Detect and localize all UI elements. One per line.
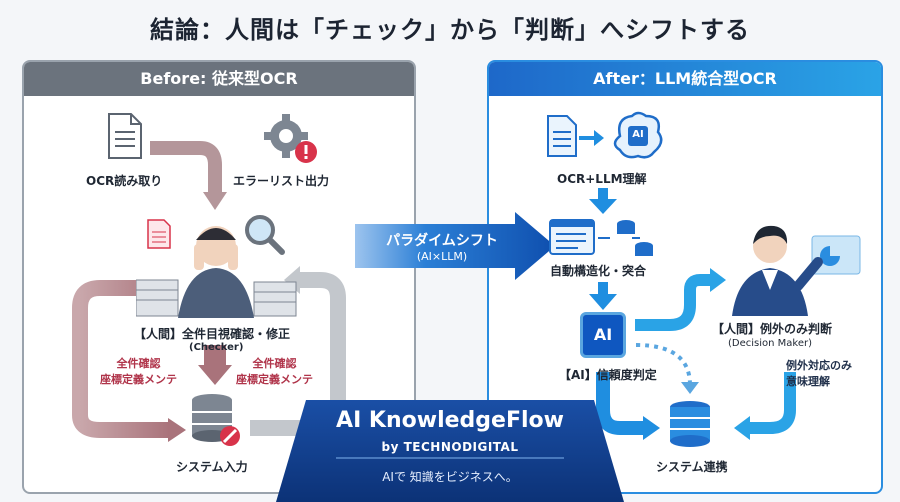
magnifier-icon <box>245 215 285 255</box>
ai-brain-text: AI <box>632 129 644 140</box>
right-note-line-1: 全件確認 <box>252 357 297 370</box>
structuring-label: 自動構造化・突合 <box>550 264 647 278</box>
human-exception-label: 【人間】例外のみ判断 <box>712 322 833 336</box>
exception-note: 例外対応のみ 意味理解 <box>786 358 852 390</box>
after-arrow-1-stem <box>598 188 608 200</box>
ocr-read-label: OCR読み取り <box>86 174 163 188</box>
right-note: 全件確認 座標定義メンテ <box>236 356 313 388</box>
brand-tagline: AIで 知識をビジネスへ。 <box>382 470 518 484</box>
after-document-icon <box>547 115 577 157</box>
after-arrowhead-dotted <box>681 382 699 394</box>
gear-error-icon <box>264 114 317 163</box>
after-arrowhead-3 <box>643 416 660 440</box>
ocr-llm-label: OCR+LLM理解 <box>557 172 647 186</box>
before-arrow-ocr-to-check <box>150 141 222 195</box>
left-note: 全件確認 座標定義メンテ <box>100 356 177 388</box>
brand-badge <box>276 400 624 502</box>
human-check-label: 【人間】全件目視確認・修正 <box>134 327 291 341</box>
after-arrow-human-to-system <box>748 372 796 434</box>
ai-chip-icon: AI <box>580 312 626 358</box>
ai-judge-label: 【AI】信頼度判定 <box>559 368 657 382</box>
after-arrow-doc-brain <box>579 136 595 140</box>
error-list-label: エラーリスト出力 <box>233 174 330 188</box>
paradigm-shift-arrow <box>355 212 555 280</box>
paradigm-shift-sub: (AI×LLM) <box>416 250 468 263</box>
after-arrow-ai-to-system <box>596 372 645 435</box>
decision-maker-icon <box>732 225 861 316</box>
after-arrowhead-doc-brain <box>594 130 604 146</box>
left-note-line-1: 全件確認 <box>116 357 161 370</box>
after-arrowhead-4 <box>734 416 750 440</box>
right-note-line-2: 座標定義メンテ <box>236 373 313 386</box>
structuring-icon <box>549 219 653 256</box>
decision-maker-label: (Decision Maker) <box>728 338 813 349</box>
after-arrowhead-2 <box>589 294 617 310</box>
red-document-icon <box>147 219 171 249</box>
after-arrow-2-stem <box>598 282 608 296</box>
system-input-label: システム入力 <box>176 460 248 474</box>
after-arrow-ai-to-human <box>635 274 712 331</box>
after-dotted-ai-to-system <box>635 343 692 386</box>
exception-note-line-2: 意味理解 <box>786 375 830 388</box>
ai-brain-shape <box>613 111 663 159</box>
brand-by: by TECHNODIGITAL <box>381 440 519 454</box>
paradigm-shift-label: パラダイムシフト <box>386 233 498 249</box>
exception-note-line-1: 例外対応のみ <box>786 359 852 372</box>
database-icon <box>670 401 710 447</box>
stressed-checker-icon <box>136 226 297 318</box>
after-header: After：LLM統合型OCR <box>489 62 881 96</box>
before-arrowhead-2 <box>198 365 232 385</box>
before-arrowhead-1 <box>203 192 227 210</box>
ai-brain-icon: AI <box>608 108 668 164</box>
slide-title: 結論：人間は「チェック」から「判断」へシフトする <box>150 16 750 44</box>
after-arrowhead-human <box>710 268 726 292</box>
brand-name: AI KnowledgeFlow <box>336 408 564 433</box>
document-icon <box>108 113 142 159</box>
before-arrowhead-3 <box>168 418 186 442</box>
database-error-icon <box>192 394 240 446</box>
left-note-line-2: 座標定義メンテ <box>100 373 177 386</box>
after-arrowhead-1 <box>589 199 617 214</box>
before-arrow-check-to-system-stem <box>204 345 226 367</box>
before-left-loop <box>72 280 170 438</box>
checker-label: (Checker) <box>189 342 244 353</box>
before-header: Before: 従来型OCR <box>24 62 414 96</box>
system-link-label: システム連携 <box>656 460 728 474</box>
